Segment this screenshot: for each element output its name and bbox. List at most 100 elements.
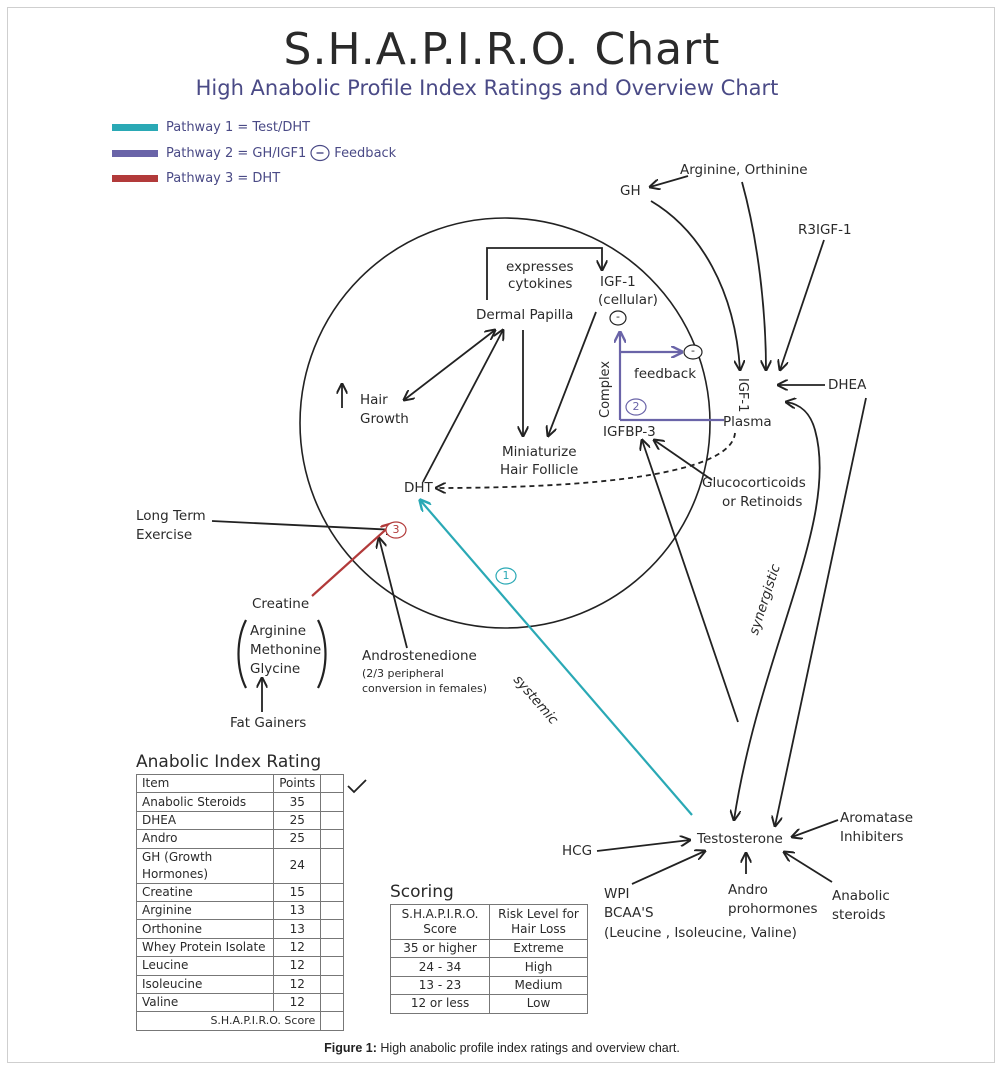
- pathway-3-number: 3: [392, 523, 400, 536]
- label-steroids: steroids: [832, 907, 886, 923]
- header-score: S.H.A.P.I.R.O. Score: [389, 904, 491, 940]
- cell-item: Valine: [135, 992, 275, 1013]
- negative-marker-feedback: [683, 344, 703, 360]
- arrow-aromatase-to-testosterone: [792, 819, 839, 837]
- negative-feedback-icon: [310, 144, 330, 162]
- scoring-header-row: S.H.A.P.I.R.O. Score Risk Level for Hair…: [389, 904, 588, 940]
- label-igf1-cellular: IGF-1: [600, 274, 636, 290]
- label-gh: GH: [620, 183, 641, 199]
- label-igfbp3: IGFBP-3: [603, 424, 656, 440]
- table-footer-row: S.H.A.P.I.R.O. Score: [135, 1011, 344, 1031]
- cell-item: GH (Growth Hormones): [135, 847, 275, 884]
- cell-points: 25: [273, 810, 322, 831]
- label-andro: Andro: [728, 882, 768, 898]
- label-hair-follicle: Hair Follicle: [500, 462, 579, 478]
- bracket-left: [237, 619, 247, 689]
- header-risk-line-2: Hair Loss: [511, 922, 566, 936]
- label-andro-note-2: conversion in females): [362, 682, 488, 695]
- cell-check: [320, 919, 344, 939]
- cell-risk: High: [489, 957, 588, 977]
- cell-risk: Extreme: [489, 938, 588, 959]
- cell-item: Andro: [135, 829, 275, 849]
- cell-item: Creatine: [135, 882, 275, 902]
- label-r3igf1: R3IGF-1: [798, 222, 852, 238]
- label-testosterone: Testosterone: [697, 831, 783, 847]
- arrow-r3igf1-to-igf1: [780, 239, 825, 370]
- cell-risk: Low: [489, 994, 588, 1014]
- cell-item: Arginine: [135, 900, 275, 921]
- legend-swatch-pathway-3: [112, 174, 158, 182]
- cell-check: [320, 956, 344, 976]
- label-aromatase: Aromatase: [840, 810, 914, 826]
- arrow-expresses-cytokines: [486, 247, 602, 300]
- label-anabolic: Anabolic: [832, 888, 890, 904]
- cell-check: [320, 810, 344, 831]
- cell-check: [320, 882, 344, 902]
- cell-score: 24 - 34: [389, 957, 491, 977]
- label-exercise: Exercise: [136, 527, 193, 543]
- legend-swatch-pathway-2: [112, 149, 158, 157]
- caption-text: High anabolic profile index ratings and …: [380, 1041, 680, 1055]
- label-complex: Complex: [598, 360, 613, 418]
- label-igf1-plasma: IGF-1: [735, 378, 750, 413]
- pathway-3-marker: [385, 521, 407, 539]
- label-dht: DHT: [404, 480, 433, 496]
- arrow-gh-to-igf1: [650, 200, 740, 370]
- arrow-igf1-to-miniaturize: [548, 311, 597, 436]
- header-risk: Risk Level for Hair Loss: [489, 904, 588, 940]
- cell-check: [320, 992, 344, 1013]
- cell-points: 35: [273, 792, 322, 812]
- cell-risk: Medium: [489, 975, 588, 996]
- legend-label-pathway-2: Pathway 2 = GH/IGF1: [166, 145, 307, 161]
- cell-points: 12: [273, 937, 322, 958]
- label-long-term: Long Term: [136, 508, 206, 524]
- score-footer: S.H.A.P.I.R.O. Score: [135, 1011, 322, 1031]
- legend-label-pathway-1: Pathway 1 = Test/DHT: [166, 119, 311, 135]
- label-arginine: Arginine: [250, 623, 307, 639]
- header-points: Points: [273, 773, 322, 794]
- label-hair: Hair: [360, 392, 388, 408]
- legend-item-pathway-3: Pathway 3 = DHT: [112, 168, 280, 188]
- header-risk-line-1: Risk Level for: [498, 907, 579, 921]
- chart-subtitle: High Anabolic Profile Index Ratings and …: [195, 76, 779, 100]
- negative-sign-cellular: -: [616, 310, 620, 323]
- arrow-synergistic: [734, 402, 821, 820]
- label-expresses: expresses: [506, 259, 574, 275]
- pathway-2-number: 2: [632, 400, 640, 413]
- header-item: Item: [135, 773, 275, 794]
- label-bcaa-list: (Leucine , Isoleucine, Valine): [604, 925, 797, 941]
- score-value-cell: [320, 1011, 344, 1031]
- table-row: GH (Growth Hormones)24: [135, 847, 344, 884]
- cell-score: 35 or higher: [389, 938, 491, 959]
- scoring-table-title: Scoring: [390, 882, 454, 902]
- label-dhea: DHEA: [828, 377, 867, 393]
- bracket-right: [317, 619, 327, 689]
- negative-sign-feedback: -: [691, 344, 695, 357]
- cell-check: [320, 847, 344, 884]
- cell-check: [320, 792, 344, 812]
- legend-label-pathway-3: Pathway 3 = DHT: [166, 170, 281, 186]
- caption-label: Figure 1:: [324, 1041, 377, 1055]
- cell-points: 12: [273, 992, 322, 1013]
- cell-check: [320, 974, 344, 994]
- arrow-arginine-to-gh: [650, 175, 689, 187]
- label-methonine: Methonine: [250, 642, 322, 658]
- anabolic-table-title: Anabolic Index Rating: [136, 752, 322, 772]
- cell-points: 12: [273, 974, 322, 994]
- pathway-1-arrow: [420, 500, 693, 816]
- cell-points: 13: [273, 900, 322, 921]
- arrow-glucocorticoids-to-igfbp3: [654, 440, 713, 481]
- arrow-arginine-to-igf1: [741, 181, 766, 370]
- legend-item-pathway-2: Pathway 2 = GH/IGF1 Feedback: [112, 143, 396, 163]
- label-plasma: Plasma: [723, 414, 772, 430]
- label-androstenedione: Androstenedione: [362, 648, 477, 664]
